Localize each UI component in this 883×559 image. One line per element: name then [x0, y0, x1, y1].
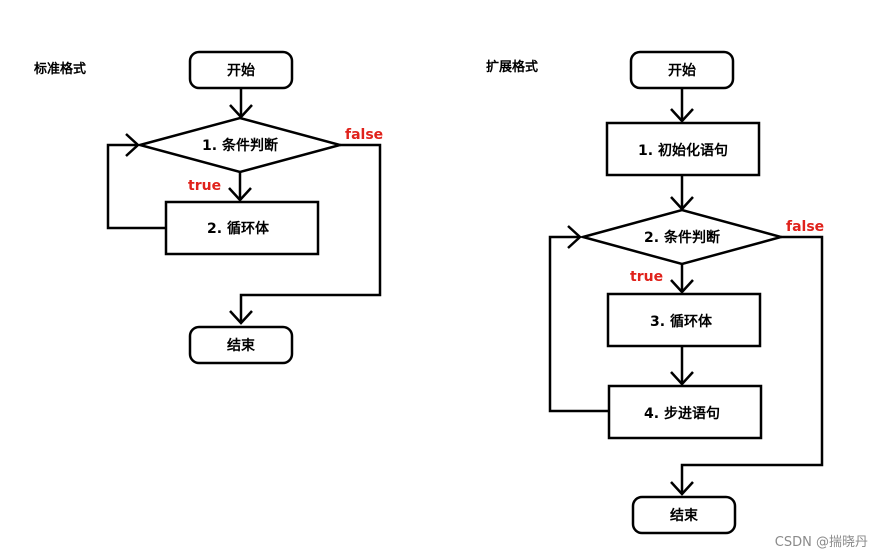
standard-true-label: true	[188, 178, 221, 194]
extended-step-label: 4. 步进语句	[644, 405, 720, 422]
extended-init-node: 1. 初始化语句	[605, 121, 761, 177]
standard-body-node: 2. 循环体	[164, 200, 320, 256]
extended-step-node: 4. 步进语句	[607, 384, 763, 440]
standard-condition-node: 1. 条件判断	[135, 116, 345, 174]
extended-false-label: false	[786, 219, 824, 235]
watermark-text: CSDN @揣晓丹	[775, 535, 868, 550]
extended-start-node: 开始	[629, 50, 735, 90]
standard-start-label: 开始	[227, 62, 255, 79]
extended-condition-label: 2. 条件判断	[644, 229, 720, 246]
extended-loop-back-arrow	[548, 225, 609, 413]
standard-false-path	[229, 143, 382, 325]
standard-false-label: false	[345, 127, 383, 143]
standard-end-label: 结束	[227, 337, 256, 354]
extended-condition-node: 2. 条件判断	[578, 208, 786, 266]
standard-loop-back-arrow	[106, 133, 166, 230]
extended-false-path	[670, 235, 824, 496]
extended-body-label: 3. 循环体	[650, 313, 713, 330]
standard-body-label: 2. 循环体	[207, 220, 270, 237]
extended-title: 扩展格式	[486, 59, 538, 75]
extended-init-label: 1. 初始化语句	[638, 142, 728, 159]
extended-arrow-body-step	[670, 346, 694, 386]
standard-title: 标准格式	[33, 61, 86, 77]
standard-start-node: 开始	[188, 50, 294, 90]
extended-arrow-start-init	[670, 88, 694, 123]
standard-arrow-start-cond	[229, 88, 253, 119]
extended-arrow-init-cond	[670, 175, 694, 211]
extended-start-label: 开始	[668, 62, 696, 79]
extended-end-label: 结束	[670, 507, 699, 524]
extended-true-label: true	[630, 269, 663, 285]
extended-end-node: 结束	[631, 495, 737, 535]
extended-arrow-cond-body	[670, 264, 694, 294]
standard-condition-label: 1. 条件判断	[202, 137, 278, 154]
standard-arrow-cond-body	[228, 172, 252, 202]
standard-end-node: 结束	[188, 325, 294, 365]
extended-body-node: 3. 循环体	[606, 292, 762, 348]
